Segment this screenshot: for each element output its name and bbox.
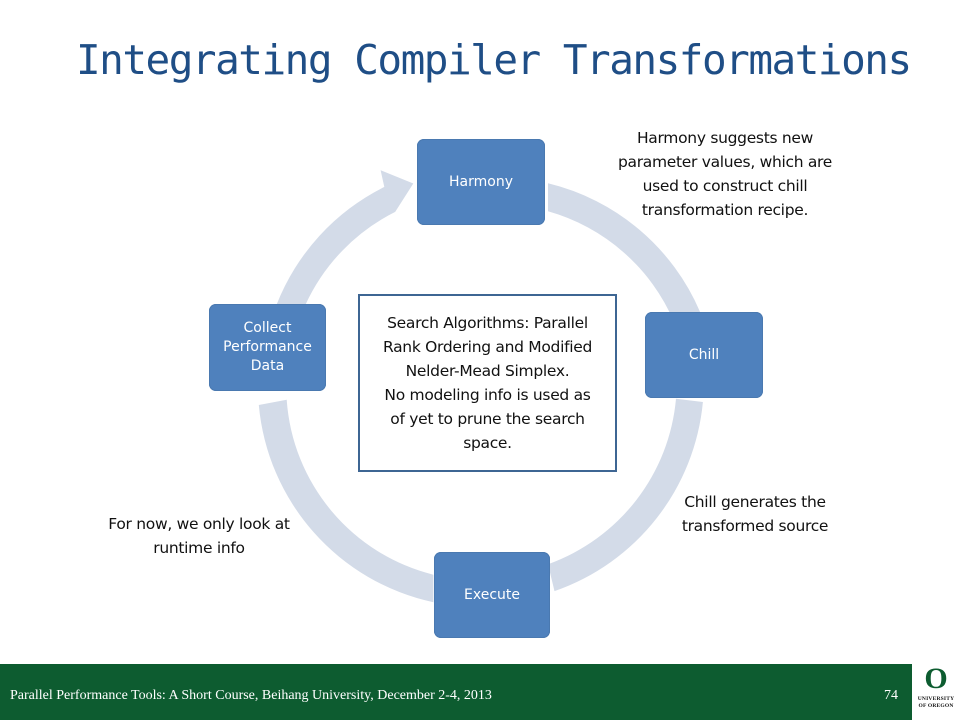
harmony-note-line: parameter values, which are	[617, 153, 833, 171]
harmony-node-label: Harmony	[449, 173, 513, 190]
center-box-line: Rank Ordering and Modified	[382, 338, 593, 356]
harmony-note-line: transformation recipe.	[641, 201, 809, 219]
harmony-note-line: Harmony suggests new	[636, 129, 814, 147]
chill-note: Chill generates the transformed source	[660, 490, 850, 538]
center-box-line: Search Algorithms: Parallel	[387, 314, 588, 332]
harmony-note-line: used to construct chill	[642, 177, 808, 195]
logo-letter: O	[924, 662, 948, 695]
collect-node-line: Performance	[223, 339, 312, 355]
collect-node-line: Data	[250, 358, 285, 374]
center-box-line: Nelder-Mead Simplex.	[405, 362, 570, 380]
chill-note-line: Chill generates the	[684, 493, 826, 511]
execute-node: Execute	[434, 552, 550, 638]
chill-note-line: transformed source	[681, 517, 829, 535]
university-logo	[912, 664, 960, 720]
harmony-note: Harmony suggests new parameter values, w…	[600, 126, 850, 222]
logo-text: UNIVERSITY OF OREGON	[913, 696, 959, 710]
slide-title: Integrating Compiler Transformations	[76, 36, 912, 84]
runtime-note-line: For now, we only look at	[108, 515, 290, 533]
collect-node-line: Collect	[243, 320, 292, 336]
center-box-line: of yet to prune the search	[390, 410, 585, 428]
chill-node-label: Chill	[688, 346, 720, 363]
logo-text-line: UNIVERSITY	[917, 696, 955, 702]
page-number: 74	[884, 688, 898, 703]
runtime-note-line: runtime info	[153, 539, 245, 557]
footer-bar	[0, 664, 960, 720]
search-algorithms-box: Search Algorithms: Parallel Rank Orderin…	[358, 294, 617, 472]
logo-text-line: OF OREGON	[918, 703, 954, 709]
execute-node-label: Execute	[464, 586, 520, 603]
harmony-node: Harmony	[417, 139, 545, 225]
center-box-line: No modeling info is used as	[384, 386, 591, 404]
collect-performance-data-node: Collect Performance Data	[209, 304, 326, 391]
center-box-line: space.	[463, 434, 512, 452]
chill-node: Chill	[645, 312, 763, 398]
runtime-note: For now, we only look at runtime info	[84, 512, 314, 560]
footer-text: Parallel Performance Tools: A Short Cour…	[10, 688, 492, 703]
